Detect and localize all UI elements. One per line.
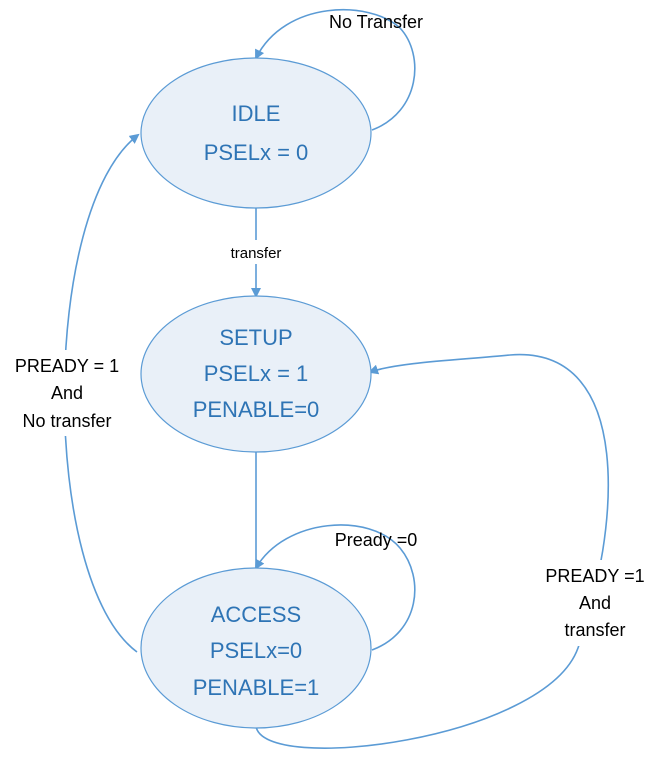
label-access-to-setup-line-3: transfer	[564, 620, 625, 640]
state-access-psel: PSELx=0	[210, 638, 302, 663]
label-idle-self: No Transfer	[329, 12, 423, 32]
state-idle-title: IDLE	[232, 101, 281, 126]
label-access-to-setup-line-1: PREADY =1	[545, 566, 644, 586]
label-access-to-idle-line-1: PREADY = 1	[15, 356, 119, 376]
label-access-to-setup-line-2: And	[579, 593, 611, 613]
state-access: ACCESS PSELx=0 PENABLE=1	[140, 567, 372, 729]
label-idle-to-setup: transfer	[231, 245, 282, 262]
state-setup-penable: PENABLE=0	[193, 397, 320, 422]
state-idle-psel: PSELx = 0	[204, 140, 309, 165]
state-access-penable: PENABLE=1	[193, 675, 320, 700]
edge-access-self-loop	[254, 524, 416, 651]
edge-idle-self-loop	[255, 8, 416, 131]
label-access-to-idle-line-3: No transfer	[22, 411, 111, 431]
state-setup: SETUP PSELx = 1 PENABLE=0	[140, 295, 372, 453]
state-setup-title: SETUP	[219, 325, 292, 350]
label-access-self: Pready =0	[335, 530, 418, 550]
state-idle: IDLE PSELx = 0	[140, 57, 372, 209]
state-setup-psel: PSELx = 1	[204, 361, 309, 386]
state-access-title: ACCESS	[211, 602, 301, 627]
edge-access-to-setup	[255, 354, 610, 749]
label-access-to-idle-line-2: And	[51, 383, 83, 403]
